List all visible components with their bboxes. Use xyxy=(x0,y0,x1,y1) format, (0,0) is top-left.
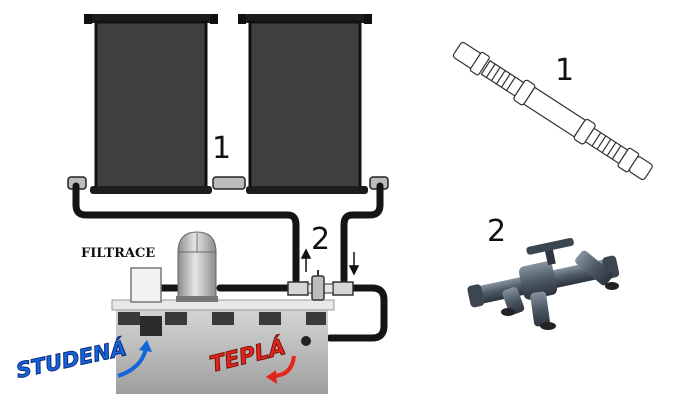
tee-valve-icon xyxy=(467,237,620,330)
solar-panel-right xyxy=(238,14,372,194)
cold-arrow xyxy=(117,347,148,378)
flow-arrows xyxy=(300,248,360,276)
solar-panel-left xyxy=(84,14,218,194)
part1-number: 1 xyxy=(555,53,574,88)
part2-number: 2 xyxy=(487,214,506,249)
pump-filter-icon xyxy=(130,231,218,303)
valve-callout: 2 xyxy=(311,222,330,257)
ball-valve-icon xyxy=(287,270,354,301)
hose-connector-icon xyxy=(452,41,653,181)
panel-callout: 1 xyxy=(212,131,231,166)
pool-icon xyxy=(111,299,335,394)
filter-label: FILTRACE xyxy=(81,246,155,261)
cold-label: STUDENÁ xyxy=(14,335,129,383)
